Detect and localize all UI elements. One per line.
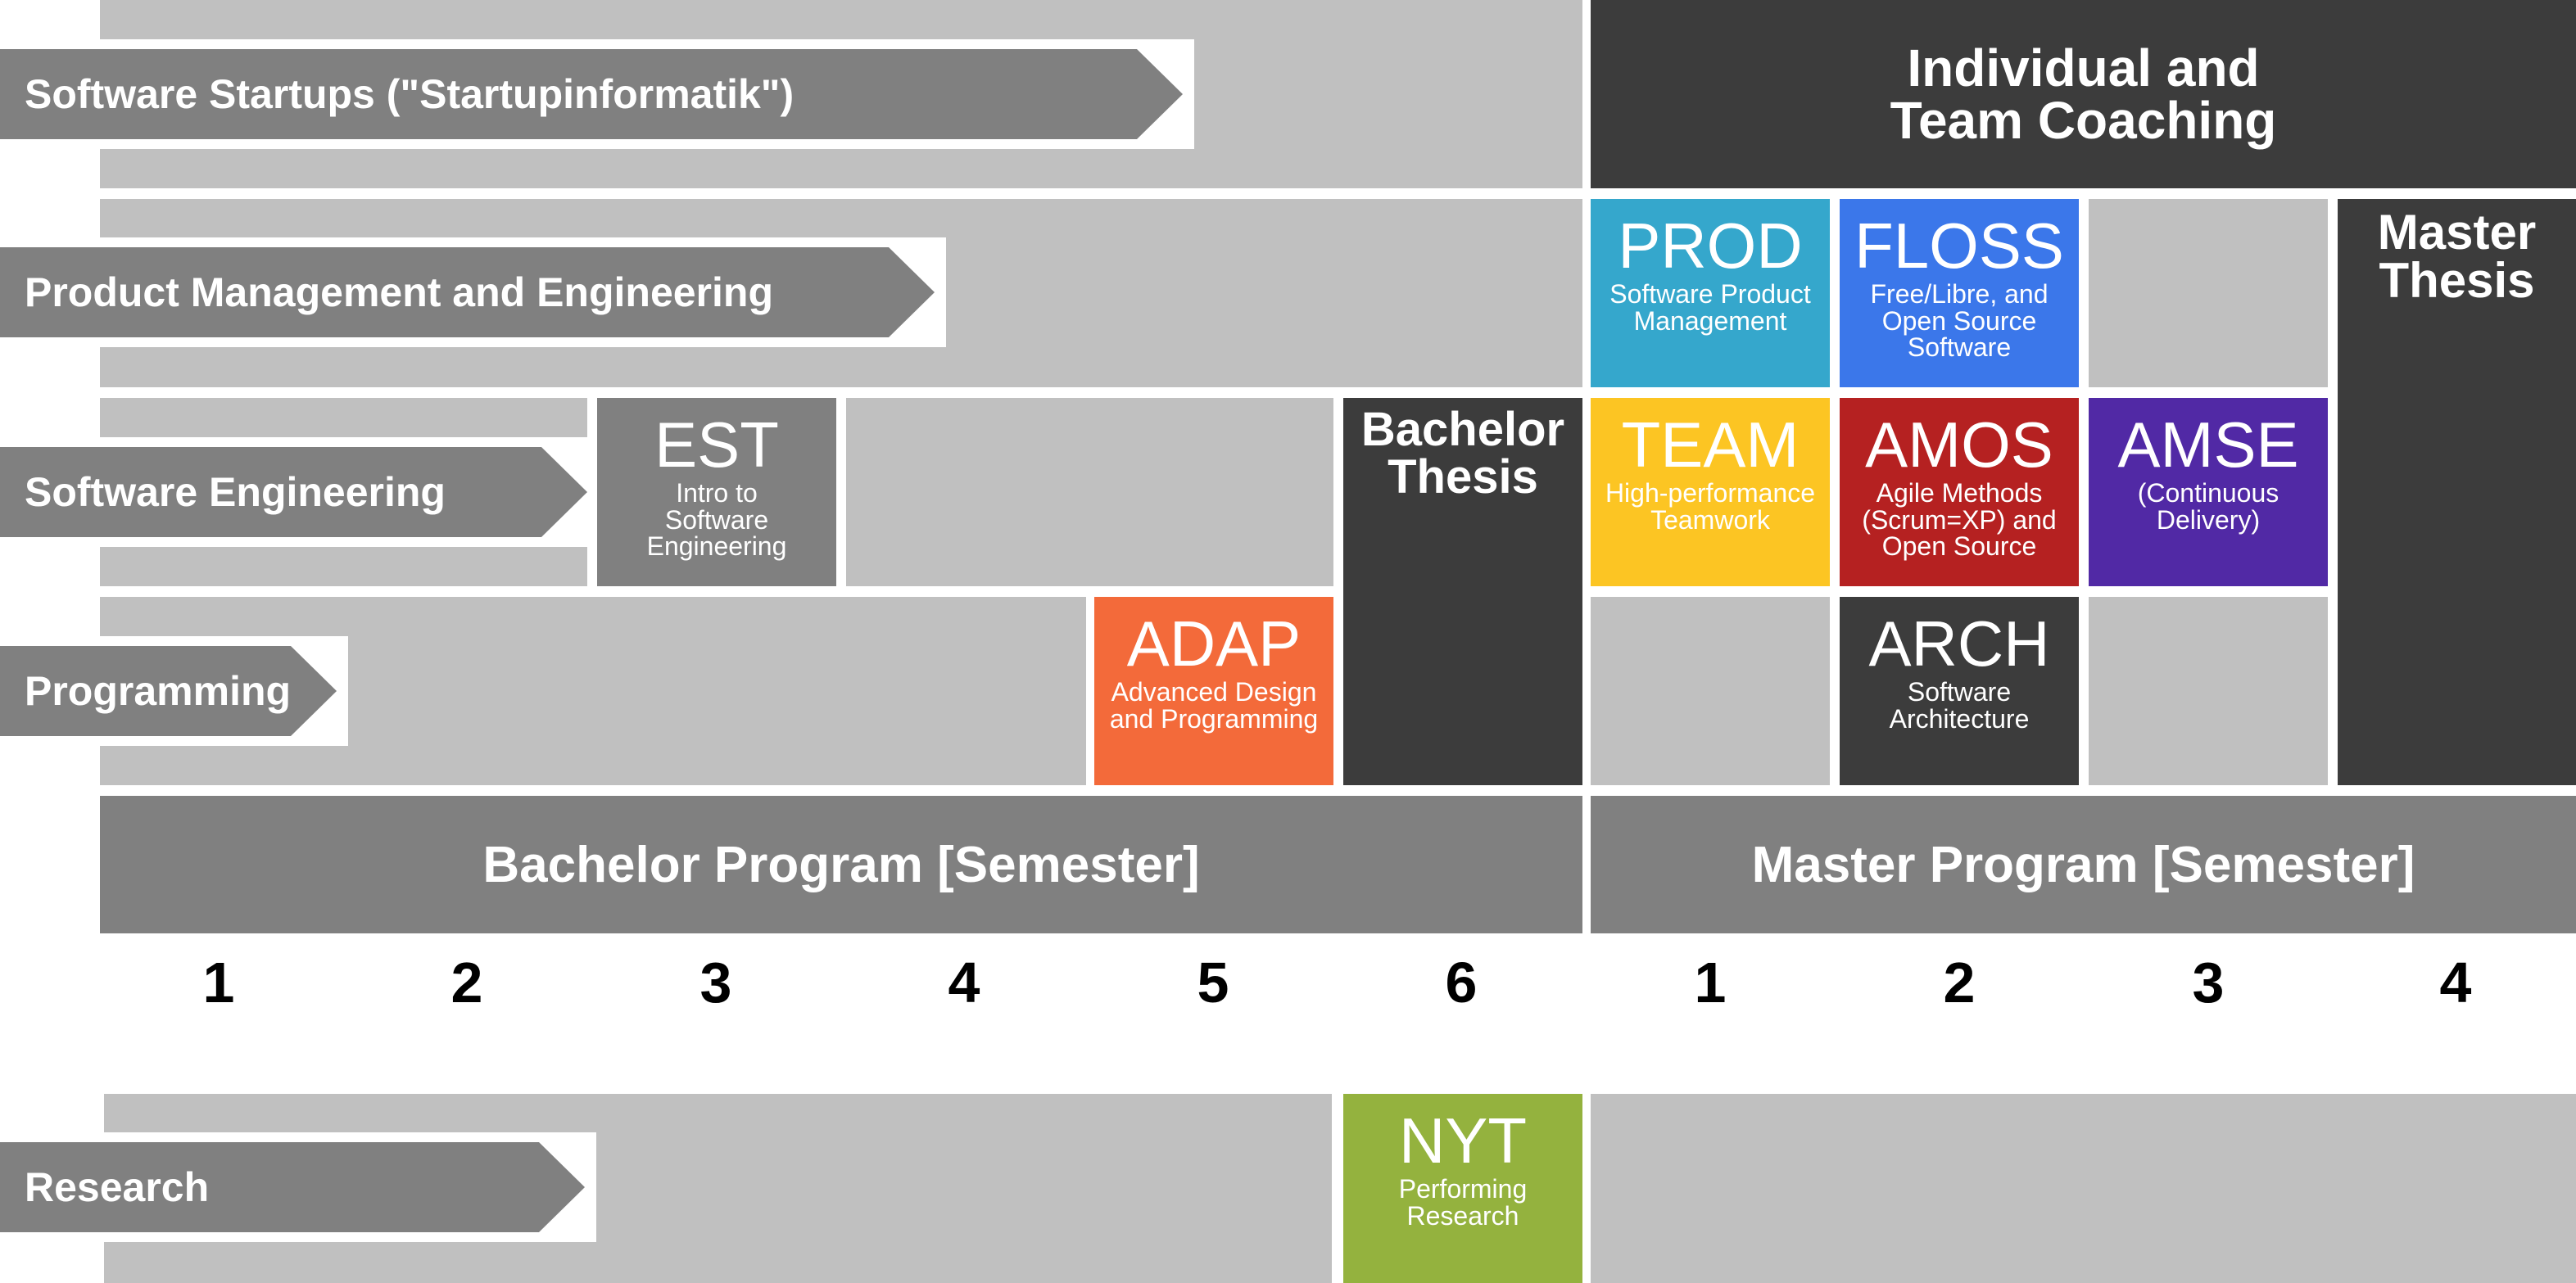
track-label: Research [25,1164,210,1210]
course-desc: Agile Methods (Scrum=XP) and Open Source [1862,478,2057,562]
semester-label: 1 [202,951,235,1014]
track-label: Product Management and Engineering [25,269,773,315]
track-label: Software Startups ("Startupinformatik") [25,71,795,117]
semester-label: 1 [1694,951,1727,1014]
course-code: EST [654,409,779,481]
empty-cell [2089,199,2328,387]
track-research[interactable]: Research [0,1132,596,1242]
semester-label: 5 [1197,951,1229,1014]
empty-cell [846,398,1333,586]
coaching-block: Individual and Team Coaching [1591,0,2576,188]
semester-label: 4 [2439,951,2472,1014]
track-programming[interactable]: Programming [0,636,348,746]
course-prod[interactable]: PROD Software Product Management [1591,199,1830,387]
course-adap[interactable]: ADAP Advanced Design and Programming [1094,597,1333,785]
track-startups[interactable]: Software Startups ("Startupinformatik") [0,39,1194,149]
bachelor-program-bar: Bachelor Program [Semester] [100,796,1582,933]
track-se[interactable]: Software Engineering [0,437,587,547]
semester-label: 2 [450,951,483,1014]
course-desc: High-performance Teamwork [1605,478,1816,535]
course-code: ADAP [1126,608,1302,680]
course-desc: (Continuous Delivery) [2137,478,2279,535]
course-code: AMSE [2117,409,2299,481]
course-code: NYT [1399,1105,1527,1177]
arrow-shape [0,49,1183,139]
course-floss[interactable]: FLOSS Free/Libre, and Open Source Softwa… [1840,199,2079,387]
course-desc: Software Architecture [1889,677,2030,734]
se-bar-top [100,398,587,437]
semester-label: 3 [699,951,732,1014]
semester-label: 3 [2192,951,2225,1014]
semester-label: 6 [1445,951,1478,1014]
master-thesis-title: Master Thesis [2377,205,2537,308]
track-label: Software Engineering [25,469,446,515]
empty-cell [1591,597,1830,785]
arrow-shape [0,247,935,337]
track-product[interactable]: Product Management and Engineering [0,237,946,347]
semester-label: 2 [1943,951,1976,1014]
track-label: Programming [25,668,292,714]
course-desc: Advanced Design and Programming [1109,677,1319,734]
course-desc: Intro to Software Engineering [646,478,787,562]
semester-label: 4 [948,951,980,1014]
course-desc: Software Product Management [1609,279,1811,336]
course-code: FLOSS [1854,210,2064,282]
course-amse[interactable]: AMSE (Continuous Delivery) [2089,398,2328,586]
course-est[interactable]: EST Intro to Software Engineering [597,398,836,586]
course-arch[interactable]: ARCH Software Architecture [1840,597,2079,785]
course-code: TEAM [1621,409,1800,481]
arrow-shape [0,646,337,736]
course-desc: Performing Research [1398,1174,1528,1231]
arrow-shape [0,447,587,537]
course-nyt[interactable]: NYT Performing Research [1343,1094,1582,1283]
bachelor-thesis-block[interactable]: Bachelor Thesis [1343,398,1582,785]
course-code: ARCH [1868,608,2050,680]
master-program-bar: Master Program [Semester] [1591,796,2576,933]
course-desc: Free/Libre, and Open Source Software [1870,279,2049,363]
arrow-shape [0,1142,585,1232]
course-code: PROD [1618,210,1803,282]
bachelor-thesis-title: Bachelor Thesis [1360,403,1565,504]
course-team[interactable]: TEAM High-performance Teamwork [1591,398,1830,586]
master-thesis-block[interactable]: Master Thesis [2338,199,2576,785]
course-code: AMOS [1865,409,2053,481]
empty-cell [2089,597,2328,785]
se-bar-bottom [100,547,587,586]
coaching-title: Individual and Team Coaching [1890,38,2277,150]
course-amos[interactable]: AMOS Agile Methods (Scrum=XP) and Open S… [1840,398,2079,586]
research-bar-master [1591,1094,2576,1283]
